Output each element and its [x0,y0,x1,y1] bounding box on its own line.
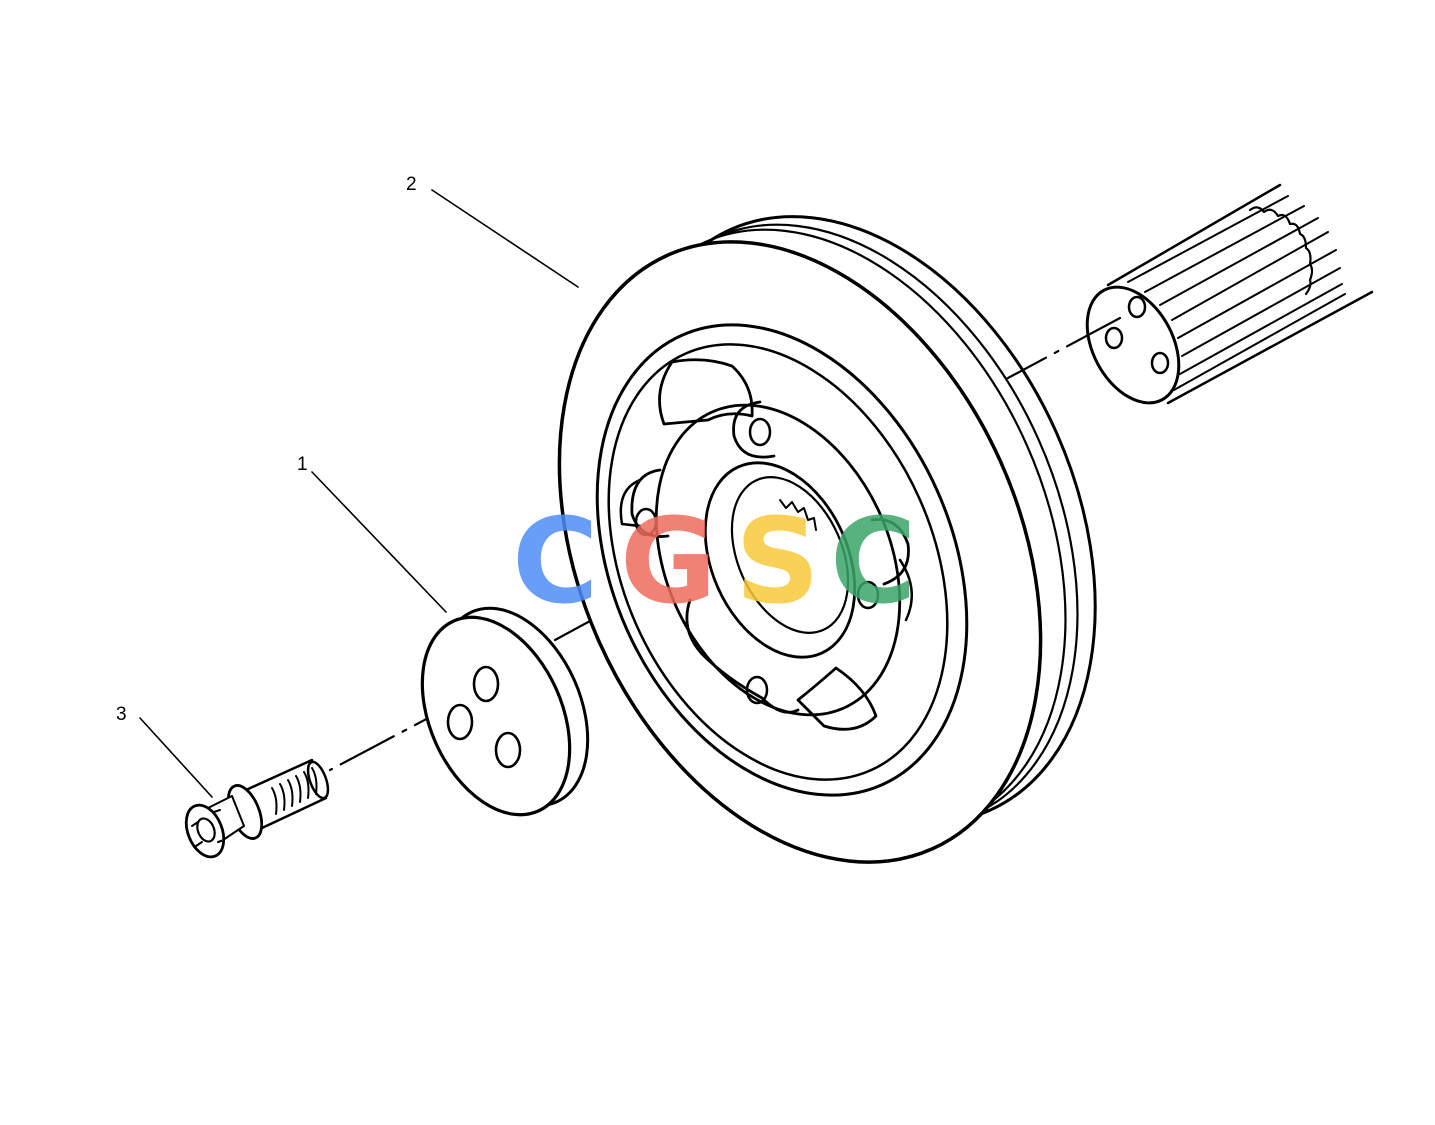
callout-label: 1 [297,454,308,475]
callout-2: 2 [406,174,579,288]
crankshaft-nose [1085,183,1374,405]
bolt [184,758,330,859]
callout-3: 3 [116,704,213,798]
watermark-letter: G [620,492,717,630]
watermark-letter: S [735,492,820,630]
watermark-letter: C [830,492,917,630]
crankshaft-pulley [557,215,1097,864]
watermark-letter: C [512,492,599,630]
callout-1: 1 [297,454,447,613]
callout-label: 3 [116,704,127,725]
watermark-logo: C G S C [512,492,917,630]
washer-plate [420,606,590,817]
callout-label: 2 [406,174,417,195]
